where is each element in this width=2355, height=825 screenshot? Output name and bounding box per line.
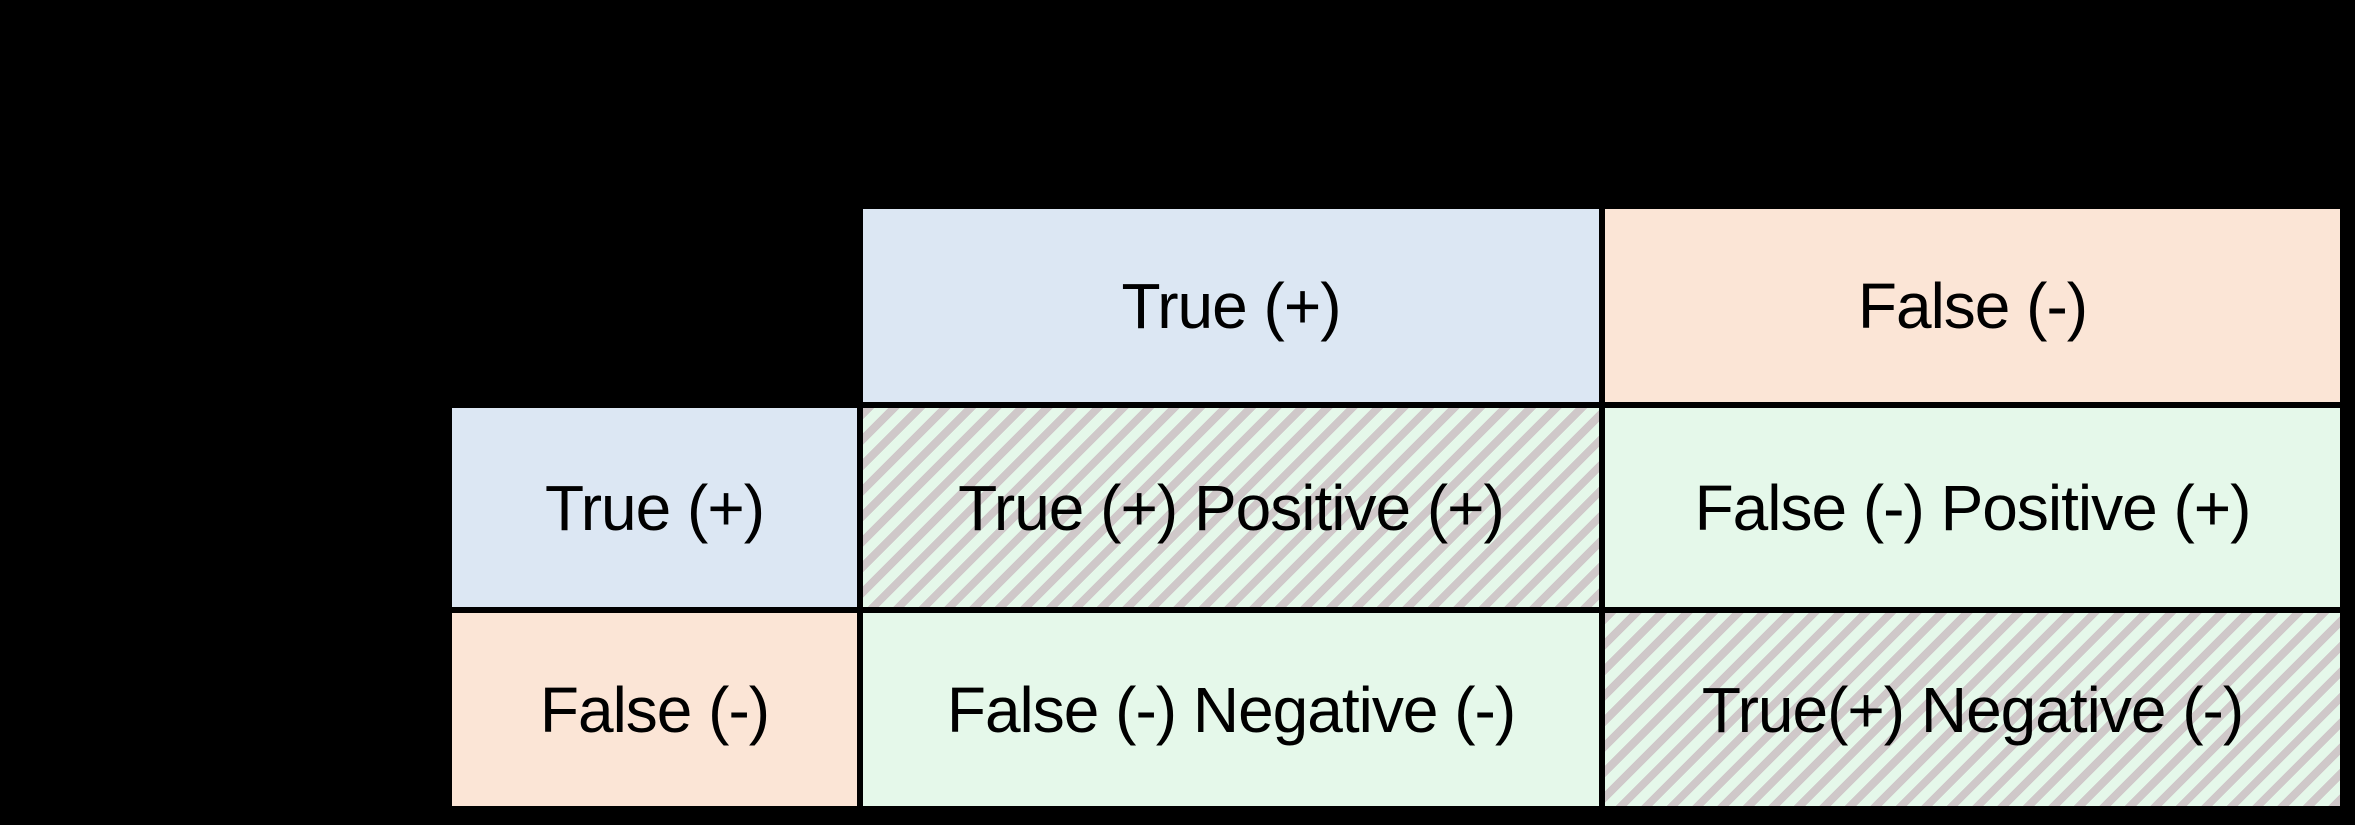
corner-spacer <box>449 206 860 405</box>
cell-false-negative: False (-) Negative (-) <box>860 610 1602 809</box>
row-header-true-positive: True (+) <box>449 405 860 610</box>
row-header-false-negative: False (-) <box>449 610 860 809</box>
column-header-false-negative: False (-) <box>1602 206 2343 405</box>
cell-true-negative: True(+) Negative (-) <box>1602 610 2343 809</box>
cell-false-positive: False (-) Positive (+) <box>1602 405 2343 610</box>
confusion-matrix-table: True (+) False (-) True (+) True (+) Pos… <box>449 206 2343 809</box>
column-header-true-positive: True (+) <box>860 206 1602 405</box>
cell-true-positive: True (+) Positive (+) <box>860 405 1602 610</box>
